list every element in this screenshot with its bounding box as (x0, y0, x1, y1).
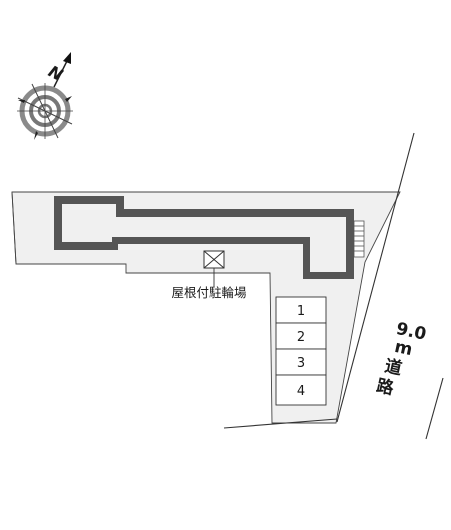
north-arrow-icon (53, 52, 71, 88)
building (54, 196, 354, 279)
road-far-edge-line (425, 377, 444, 440)
road-width-unit: m (393, 337, 414, 360)
road-char-1: 道 (383, 355, 404, 379)
lot-boundary-line (11, 191, 17, 265)
parking-slot-1 (275, 296, 327, 324)
bike-parking-marker-icon (203, 250, 225, 269)
parking-slot-4 (275, 374, 327, 406)
parking-slot-1-label: 1 (297, 304, 305, 319)
compass-rose-icon (17, 83, 73, 140)
parking-slot-3 (275, 348, 327, 376)
road-edge-line (336, 132, 415, 423)
stairs-icon (353, 220, 365, 258)
parking-area: 1 2 3 4 (275, 296, 327, 406)
bike-parking-label: 屋根付駐輪場 (171, 285, 246, 300)
parking-slot-2 (275, 322, 327, 350)
road-label: 9.0 m 道 路 (375, 319, 429, 399)
parking-slot-4-label: 4 (297, 384, 305, 399)
building-interior (62, 204, 346, 272)
road-bottom-line (223, 418, 338, 429)
road-char-2: 路 (375, 375, 397, 399)
compass: N (17, 52, 73, 140)
parking-slot-3-label: 3 (297, 356, 305, 371)
north-label: N (45, 62, 66, 85)
building-outline (54, 196, 354, 279)
parking-slot-2-label: 2 (297, 330, 305, 345)
